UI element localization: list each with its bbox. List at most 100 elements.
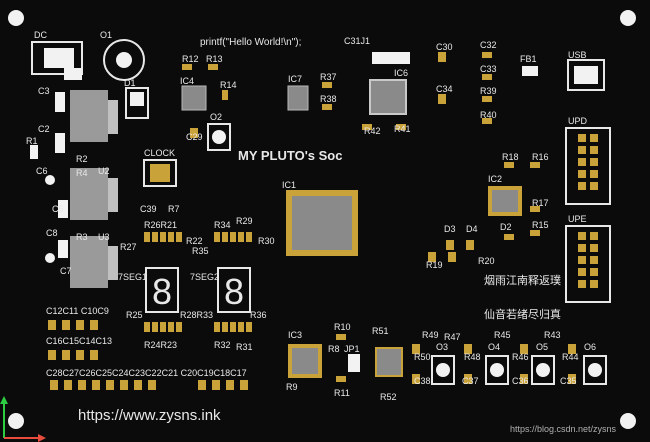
code-text: printf("Hello World!\n");: [200, 37, 301, 48]
label-ic2: IC2: [488, 174, 502, 184]
jumper-jp1: [348, 354, 360, 372]
label-c6: C6: [36, 166, 48, 176]
label-r44: R44: [562, 352, 579, 362]
label-r46: R46: [512, 352, 529, 362]
label-o4: O4: [488, 342, 500, 352]
label-r15: R15: [532, 220, 549, 230]
label-o3: O3: [436, 342, 448, 352]
label-r16: R16: [532, 152, 549, 162]
mounting-holes: [8, 10, 636, 429]
chip-ic1: [286, 190, 358, 256]
crystal-c31: [372, 52, 410, 64]
board-title: MY PLUTO's Soc: [238, 148, 342, 163]
regulator-u1-body: [70, 90, 108, 142]
label-clock: CLOCK: [144, 148, 175, 158]
origin-axis-icon: [0, 396, 46, 442]
poem-line-2: 仙音若绪尽归真: [484, 307, 561, 321]
label-7seg1: 7SEG1: [118, 272, 147, 282]
seven-seg-1: 8: [145, 267, 179, 313]
label-r29: R29: [236, 216, 253, 226]
label-c30: C30: [436, 42, 453, 52]
label-r43: R43: [544, 330, 561, 340]
chip-r51-r52: [375, 347, 403, 377]
label-r9: R9: [286, 382, 298, 392]
label-r50: R50: [414, 352, 431, 362]
label-c5: C5: [52, 204, 64, 214]
label-c36: C36: [512, 376, 529, 386]
label-c3: C3: [38, 86, 50, 96]
label-r45: R45: [494, 330, 511, 340]
label-c16row: C16C15C14C13: [46, 336, 112, 346]
label-r30: R30: [258, 236, 275, 246]
label-o2: O2: [210, 112, 222, 122]
board-url: https://www.zysns.ink: [78, 407, 221, 424]
label-dc: DC: [34, 30, 47, 40]
diode-d1: [125, 87, 149, 119]
label-c38: C38: [414, 376, 431, 386]
chip-ic7: [287, 85, 309, 111]
clock-crystal: [143, 159, 177, 187]
label-r39: R39: [480, 86, 497, 96]
label-r25: R25: [126, 310, 143, 320]
label-r12: R12: [182, 54, 199, 64]
regulator-u2-body: [70, 168, 108, 220]
label-r18: R18: [502, 152, 519, 162]
label-ic7: IC7: [288, 74, 302, 84]
label-c35: C35: [560, 376, 577, 386]
label-fb1: FB1: [520, 54, 537, 64]
mount-hole-icon: [8, 413, 24, 429]
label-c39: C39: [140, 204, 157, 214]
label-r28r33: R28R33: [180, 310, 213, 320]
label-u3: U3: [98, 232, 110, 242]
label-r52: R52: [380, 392, 397, 402]
poem-line-1: 烟雨江南释返璞: [484, 273, 561, 287]
label-r10: R10: [334, 322, 351, 332]
label-c37: C37: [462, 376, 479, 386]
label-r40: R40: [480, 110, 497, 120]
label-ic6: IC6: [394, 68, 408, 78]
label-r34: R34: [214, 220, 231, 230]
seven-seg-2: 8: [217, 267, 251, 313]
label-upd: UPD: [568, 116, 588, 126]
label-c7: C7: [60, 266, 72, 276]
label-r51: R51: [372, 326, 389, 336]
label-r17: R17: [532, 198, 549, 208]
label-r49: R49: [422, 330, 439, 340]
label-r7: R7: [168, 204, 180, 214]
mount-hole-icon: [8, 10, 24, 26]
label-r19: R19: [426, 260, 443, 270]
label-o6: O6: [584, 342, 596, 352]
label-crow: C28C27C26C25C24C23C22C21 C20C19C18C17: [46, 368, 247, 378]
smd-pads: [48, 52, 576, 390]
usb-connector: [567, 59, 605, 91]
label-r24r23: R24R23: [144, 340, 177, 350]
label-c31j1: C31J1: [344, 36, 370, 46]
label-r42: R42: [364, 126, 381, 136]
label-c32: C32: [480, 40, 497, 50]
header-upe: [565, 225, 611, 303]
label-r37: R37: [320, 72, 337, 82]
button-o2: [207, 123, 231, 151]
label-r2: R2: [76, 154, 88, 164]
label-d1: D1: [124, 78, 136, 88]
label-usb: USB: [568, 50, 587, 60]
chip-ic2: [488, 186, 522, 216]
label-r11: R11: [334, 388, 350, 398]
watermark-text: https://blog.csdn.net/zysns: [510, 424, 617, 434]
label-r13: R13: [206, 54, 223, 64]
label-o5: O5: [536, 342, 548, 352]
svg-text:8: 8: [224, 271, 244, 312]
regulators: [70, 90, 118, 288]
label-r26r21: R26R21: [144, 220, 177, 230]
ferrite-fb1: [522, 66, 538, 76]
label-7seg2: 7SEG2: [190, 272, 219, 282]
label-r4: R4: [76, 168, 88, 178]
label-ic3: IC3: [288, 330, 302, 340]
label-c33: C33: [480, 64, 497, 74]
label-r20: R20: [478, 256, 495, 266]
label-r35: R35: [192, 246, 209, 256]
label-d3: D3: [444, 224, 456, 234]
label-c12row: C12C11 C10C9: [46, 306, 109, 316]
label-upe: UPE: [568, 214, 587, 224]
